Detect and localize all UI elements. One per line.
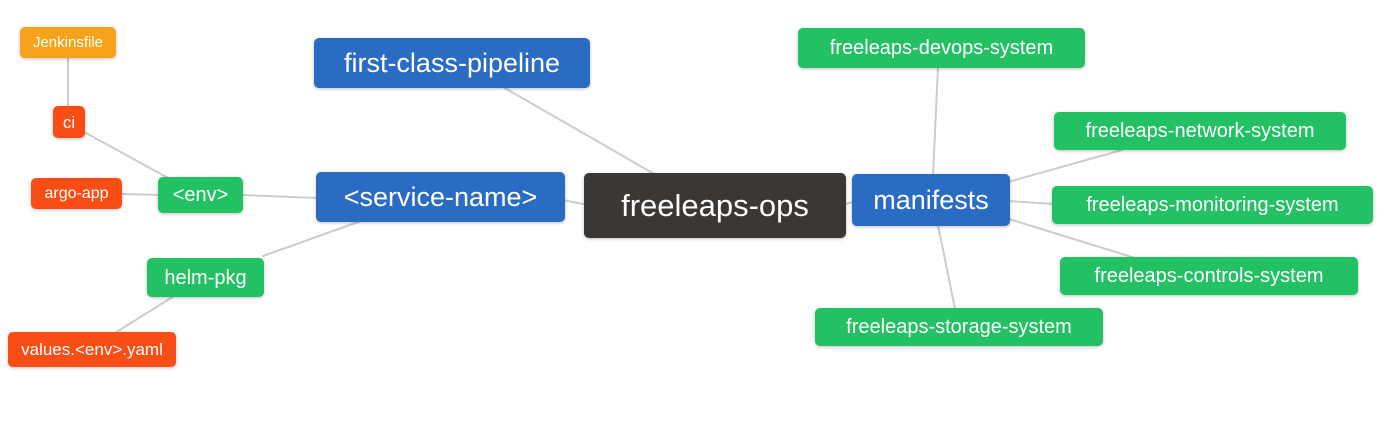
edge-manifests-controls-system [1008,218,1136,259]
node-first-class-pipeline[interactable]: first-class-pipeline [314,38,590,88]
node-argo-app[interactable]: argo-app [31,178,122,209]
node-service-name[interactable]: <service-name> [316,172,565,222]
node-manifests[interactable]: manifests [852,174,1010,226]
node-controls-system[interactable]: freeleaps-controls-system [1060,257,1358,295]
node-monitoring-system[interactable]: freeleaps-monitoring-system [1052,186,1373,224]
node-freeleaps-ops[interactable]: freeleaps-ops [584,173,846,238]
edge-manifests-monitoring-system [1007,200,1055,205]
edge-manifests-network-system [1007,149,1123,183]
edge-manifests-storage-system [937,224,956,310]
edge-service-name-ops [562,199,589,206]
node-values-env-yaml[interactable]: values.<env>.yaml [8,332,176,367]
node-devops-system[interactable]: freeleaps-devops-system [798,28,1085,68]
node-storage-system[interactable]: freeleaps-storage-system [815,308,1103,346]
node-ci[interactable]: ci [53,106,85,138]
edge-env-service-name [242,194,319,199]
edge-values-helm-pkg [114,295,175,334]
edge-manifests-devops-system [932,66,939,177]
node-helm-pkg[interactable]: helm-pkg [147,258,264,297]
node-network-system[interactable]: freeleaps-network-system [1054,112,1346,150]
edge-argo-app-env [121,193,161,196]
edge-first-class-pipeline-ops [502,86,657,176]
edge-helm-pkg-service-name [262,220,362,257]
node-env[interactable]: <env> [158,177,243,213]
node-jenkinsfile[interactable]: Jenkinsfile [20,27,116,58]
edge-ci-env [83,131,171,180]
